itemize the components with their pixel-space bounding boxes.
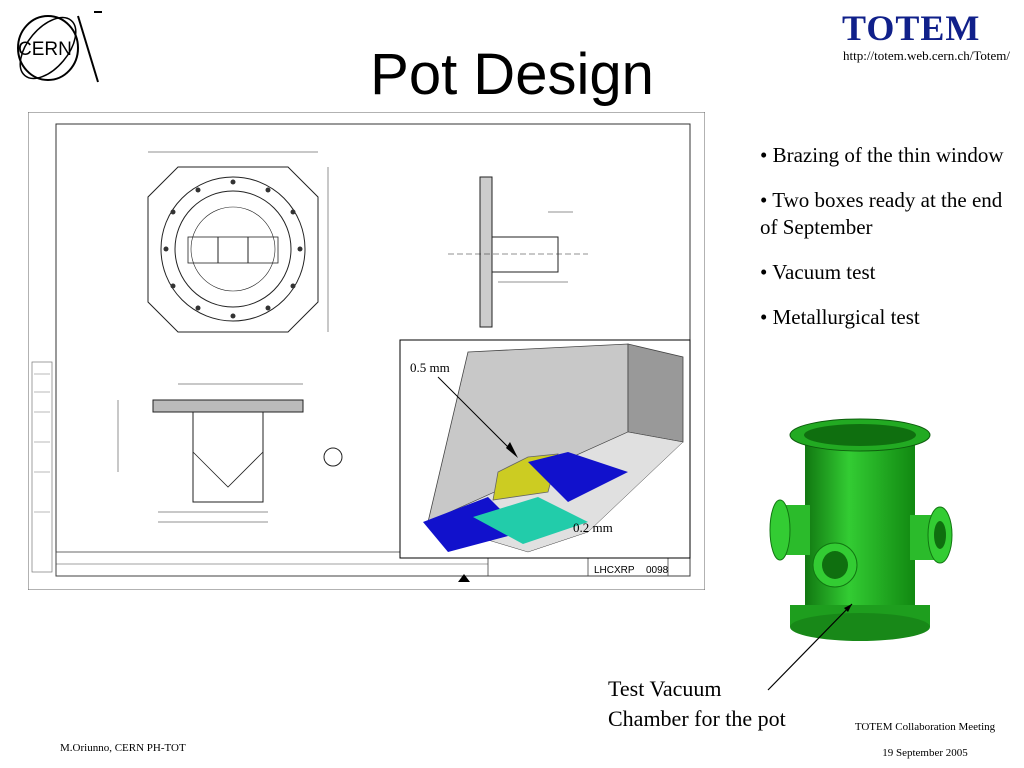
- caption-line: Chamber for the pot: [608, 706, 786, 731]
- chamber-caption: Test Vacuum Chamber for the pot: [608, 674, 786, 734]
- title-block-part-id: LHCXRP: [594, 565, 635, 576]
- footer-author: M.Oriunno, CERN PH-TOT: [60, 742, 186, 754]
- cern-logo: CERN: [17, 11, 102, 83]
- cern-logo-text: CERN: [18, 39, 72, 60]
- slide-title: Pot Design: [370, 42, 654, 107]
- footer-date: 19 September 2005: [882, 747, 968, 759]
- technical-drawing: LHCXRP 0098 0.5 mm 0.2 mm: [28, 112, 705, 590]
- totem-logo: TOTEM: [842, 8, 980, 46]
- bullet-item: • Vacuum test: [760, 260, 876, 284]
- title-block-number: 0098: [646, 565, 669, 576]
- bullet-list: • Brazing of the thin window • Two boxes…: [760, 142, 1010, 349]
- bullet-item: • Two boxes ready at the end of Septembe…: [760, 188, 1003, 239]
- inset-label-bottom: 0.2 mm: [573, 520, 613, 535]
- totem-logo-text: TOTEM: [842, 8, 980, 46]
- footer-meeting-info: TOTEM Collaboration Meeting 19 September…: [830, 714, 1020, 766]
- bullet-item: • Brazing of the thin window: [760, 143, 1004, 167]
- caption-pointer: [767, 603, 853, 691]
- totem-url[interactable]: http://totem.web.cern.ch/Totem/: [843, 48, 1010, 63]
- pot-section-view: [117, 383, 343, 523]
- window-inset: 0.5 mm 0.2 mm: [399, 339, 691, 559]
- inset-label-top: 0.5 mm: [410, 360, 450, 375]
- flange-view: [147, 151, 329, 333]
- teal-window: [473, 497, 588, 544]
- section-view: [448, 176, 588, 328]
- caption-line: Test Vacuum: [608, 676, 722, 701]
- bullet-item: • Metallurgical test: [760, 305, 920, 329]
- vacuum-chamber-image: [769, 418, 953, 641]
- footer-meeting: TOTEM Collaboration Meeting: [854, 721, 996, 733]
- blue-window-right: [528, 452, 628, 502]
